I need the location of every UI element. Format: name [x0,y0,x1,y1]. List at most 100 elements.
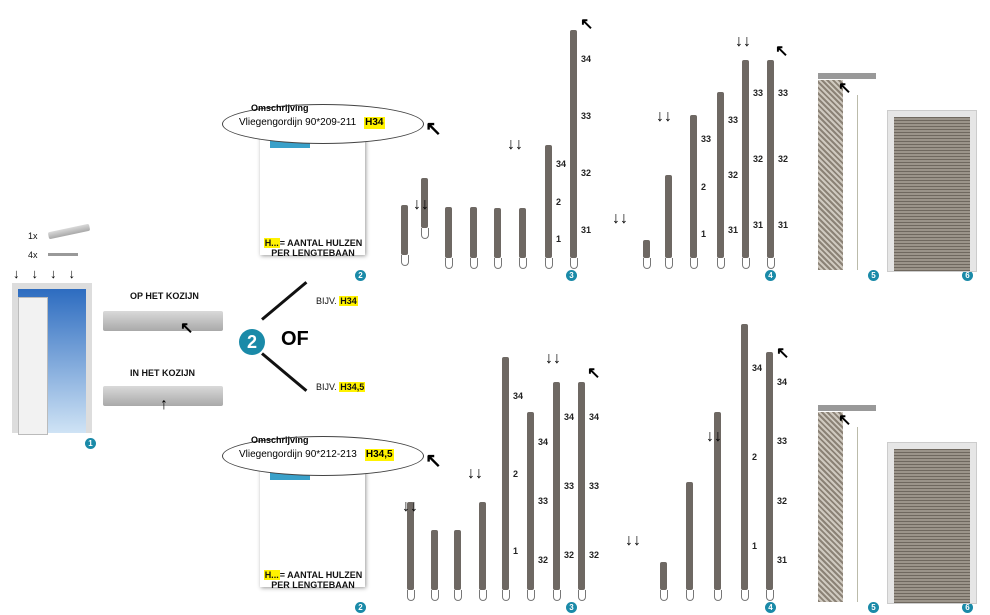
sleeve-rod [479,502,486,590]
step-badge-2-large: 2 [239,329,265,355]
hook-icon [502,590,510,601]
sleeve-number: 33 [564,481,575,491]
step-badge-5: 5 [868,270,879,281]
or-label: OF [281,328,309,350]
hook-icon [665,258,673,269]
sleeve-number: 32 [589,550,600,561]
sleeve-rod [421,178,428,228]
sleeve-number: 2 [556,196,562,207]
arrow-icon: ↖ [776,345,790,362]
sleeve-number: 32 [538,555,549,566]
legend-text: = AANTAL HULZEN [279,238,363,248]
hook-icon [479,590,487,601]
sleeve-rod [445,207,452,258]
sleeve-rod [665,175,672,258]
step-badge-2: 2 [355,602,366,613]
arrow-icon: ↖ [838,80,852,97]
hook-icon [570,258,578,269]
sleeve-rod [527,412,534,590]
arrow-down-icon: ↓↓ [467,465,483,482]
sleeve-rod [660,562,667,590]
sleeve-number: 31 [777,555,788,566]
example-prefix: BIJV. [316,382,337,392]
example-bottom: BIJV. H34,5 [316,382,366,392]
sleeve-rod [741,324,748,590]
sleeve-rod [717,92,724,258]
sleeve-number: 1 [556,234,562,245]
qty-bar: 1x [28,231,38,241]
sleeve-number: 33 [728,114,739,125]
sleeve-number: 31 [753,220,764,230]
sleeve-number: 32 [778,154,789,164]
arrow-down-icon: ↓↓ [706,428,722,445]
step-badge-4: 4 [765,602,776,613]
legend-h: H... [263,570,280,580]
sleeve-number: 1 [701,229,707,240]
lens-title: Omschrijving [251,103,309,113]
finished-curtain [887,442,977,604]
sleeve-rod [470,207,477,258]
mounting-bar [818,73,876,79]
hook-icon [643,258,651,269]
in-frame-label: IN HET KOZIJN [130,368,196,378]
sleeve-rod [519,208,526,258]
arrow-down-icon: ↓↓ [402,498,418,515]
example-prefix: BIJV. [316,296,337,306]
hook-icon [660,590,668,601]
legend-h: H... [263,238,280,248]
sleeve-number: 32 [581,167,592,178]
bar-in-frame [103,386,223,406]
hook-icon [766,590,774,601]
sleeve-rod [502,357,509,590]
lens-title: Omschrijving [251,435,309,445]
hook-icon [454,590,462,601]
legend-text2: PER LENGTEBAAN [271,248,355,258]
sleeve-number: 1 [752,540,758,551]
invoice-document [260,462,365,587]
arrows-down-icon: ↓↓↓↓ [13,266,87,281]
sleeve-number: 34 [564,411,575,422]
hook-icon [519,258,527,269]
arrow-down-icon: ↓↓ [545,350,561,367]
hook-icon [494,258,502,269]
legend-text2: PER LENGTEBAAN [271,580,355,590]
bar-on-frame [103,311,223,331]
door-frame [12,283,92,435]
sleeve-number: 34 [589,411,600,422]
sleeve-number: 33 [538,496,549,506]
sleeve-rod [494,208,501,258]
door-icon [18,297,48,435]
example-code: H34 [339,296,358,306]
arrow-down-icon: ↓↓ [413,196,429,213]
sleeve-rod [686,482,693,590]
sleeve-number: 1 [513,546,519,557]
on-frame-label: OP HET KOZIJN [130,291,199,301]
sleeve-number: 34 [581,53,592,64]
curtain-strips [818,80,843,270]
sleeve-rod [431,530,438,590]
hook-icon [470,258,478,269]
mounting-bar [818,405,876,411]
sleeve-number: 33 [701,133,712,144]
hook-icon [445,258,453,269]
sleeve-number: 33 [581,110,592,121]
step-badge-3: 3 [566,270,577,281]
sleeve-number: 31 [778,220,789,230]
arrow-icon: ↖ [580,16,594,33]
sleeve-rod [454,530,461,590]
brand-logo [270,138,310,148]
brand-logo [270,470,310,480]
sleeve-rod [570,30,577,258]
sleeve-rod [766,352,773,590]
sleeve-number: 32 [564,550,575,561]
finished-curtain [887,110,977,272]
arrow-down-icon: ↓↓ [656,108,672,125]
sleeve-rod [545,145,552,258]
sleeve-rod [578,382,585,590]
hook-icon [553,590,561,601]
